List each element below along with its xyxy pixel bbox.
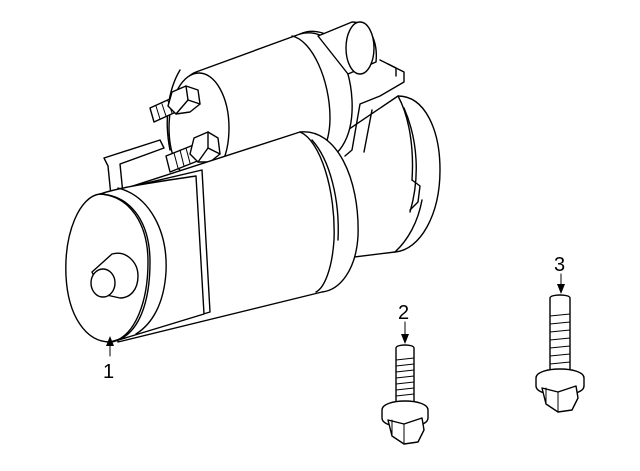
- callout-3-label: 3: [554, 254, 565, 276]
- callout-3: 3: [554, 254, 565, 294]
- callout-1-label: 1: [103, 361, 114, 383]
- bolt-short: [381, 344, 429, 445]
- terminal-stud-lower: [165, 131, 221, 173]
- end-cap-boss: [90, 252, 139, 299]
- terminal-stud-upper: [149, 85, 201, 123]
- callout-2-label: 2: [398, 302, 409, 324]
- starter-motor: [65, 21, 441, 343]
- callout-1: 1: [103, 336, 114, 383]
- callout-2: 2: [398, 302, 409, 344]
- bolt-long: [535, 294, 585, 413]
- mounting-bracket: [344, 63, 405, 157]
